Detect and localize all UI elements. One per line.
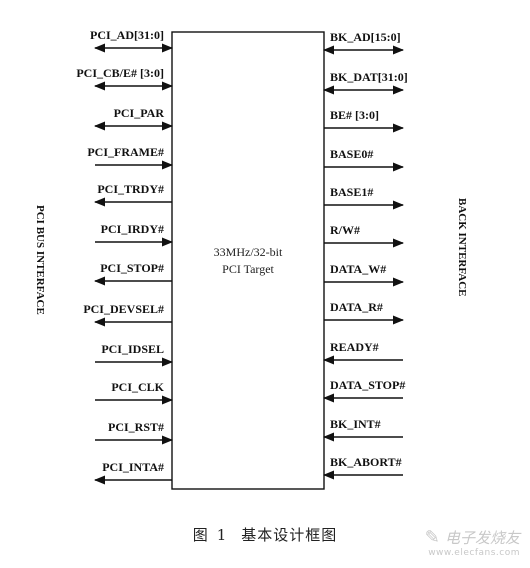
back-interface-label: BACK INTERFACE xyxy=(456,198,468,297)
pci-target-core-block xyxy=(171,31,325,490)
left-signal-label: PCI_STOP# xyxy=(100,261,164,275)
left-signal-label: PCI_INTA# xyxy=(102,460,164,474)
right-signal-label: DATA_STOP# xyxy=(330,378,406,392)
left-signal-label: PCI_IRDY# xyxy=(100,222,164,236)
right-signal-label: BASE1# xyxy=(330,185,374,199)
right-signal-label: BK_AD[15:0] xyxy=(330,30,401,44)
watermark-url: www.elecfans.com xyxy=(428,548,520,558)
right-signal-label: BE# [3:0] xyxy=(330,108,379,122)
watermark-name: 电子发烧友 xyxy=(444,529,520,547)
left-signal-label: PCI_FRAME# xyxy=(87,145,164,159)
right-signal-label: BK_ABORT# xyxy=(330,455,402,469)
left-signal-label: PCI_CLK xyxy=(111,380,164,394)
left-signal-label: PCI_RST# xyxy=(107,420,164,434)
right-signal-label: DATA_R# xyxy=(330,300,383,314)
left-signal-label: PCI_AD[31:0] xyxy=(90,28,164,42)
left-signal-label: PCI_CB/E# [3:0] xyxy=(76,66,164,80)
right-signal-label: READY# xyxy=(330,340,379,354)
watermark-logo-icon: ✎ xyxy=(424,527,440,548)
right-signal-label: R/W# xyxy=(330,223,360,237)
right-signal-label: BK_INT# xyxy=(330,417,381,431)
left-signal-label: PCI_TRDY# xyxy=(97,182,164,196)
core-block-title-line1: 33MHz/32-bit xyxy=(213,245,283,259)
left-signal-label: PCI_DEVSEL# xyxy=(83,302,164,316)
caption-title: 基本设计框图 xyxy=(241,526,338,544)
caption-figure-word: 图 xyxy=(192,526,209,544)
right-signal-label: BASE0# xyxy=(330,147,374,161)
right-signal-label: DATA_W# xyxy=(330,262,387,276)
core-block-title-line2: PCI Target xyxy=(222,262,274,276)
site-watermark: ✎ 电子发烧友 www.elecfans.com xyxy=(425,527,520,558)
right-signal-label: BK_DAT[31:0] xyxy=(330,70,408,84)
left-signal-label: PCI_IDSEL xyxy=(101,342,164,356)
left-signal-label: PCI_PAR xyxy=(113,106,164,120)
caption-figure-number: 1 xyxy=(216,526,228,544)
pci-bus-interface-label: PCI BUS INTERFACE xyxy=(34,205,46,315)
